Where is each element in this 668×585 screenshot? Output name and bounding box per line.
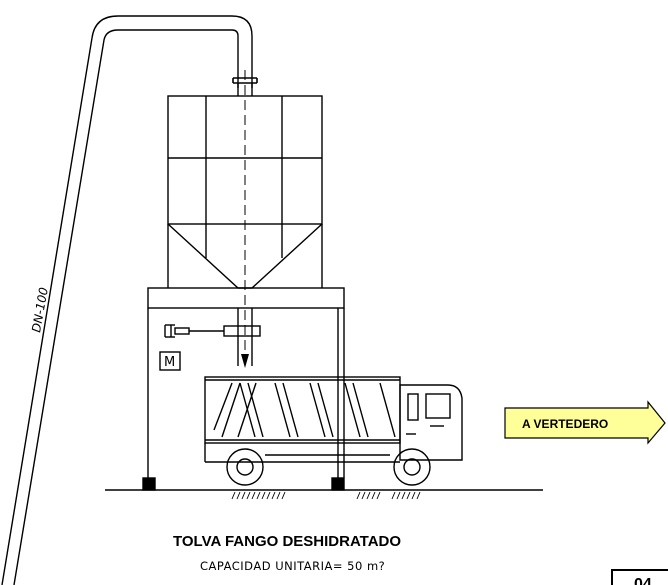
discharge-gate: [164, 308, 261, 366]
arrow-label: A VERTEDERO: [522, 417, 608, 431]
drawing-subtitle: CAPACIDAD UNITARIA= 50 m?: [200, 559, 385, 573]
motor-box: [159, 351, 181, 371]
footing-left: [142, 477, 156, 491]
discharge-arrow: [241, 354, 249, 368]
feed-pipe: [1, 15, 253, 585]
support-frame: [147, 287, 345, 478]
destination-arrow: [504, 400, 666, 445]
truck: [204, 376, 463, 486]
footing-right: [331, 477, 345, 491]
drawing-title: TOLVA FANGO DESHIDRATADO: [173, 533, 401, 550]
ground-hatch: [231, 491, 421, 500]
sheet-number: 04: [634, 576, 652, 585]
sheet-number-box: [611, 569, 668, 585]
motor-label: M: [164, 355, 175, 370]
